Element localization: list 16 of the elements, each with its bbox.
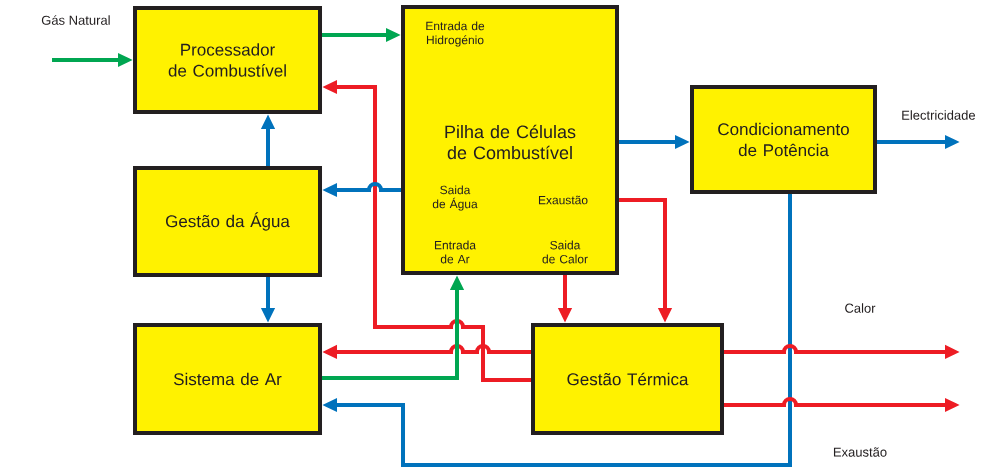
port-label: Exaustão — [539, 195, 588, 205]
port-label: Saida de Água — [432, 185, 478, 211]
port-label: Saida de Calor — [542, 240, 588, 264]
edge-label: Electricidade — [900, 109, 977, 121]
edge-label: Calor — [843, 302, 877, 314]
process-box: Condicionamento de Potência — [690, 85, 877, 194]
port-label: Entrada de Hidrogénio — [426, 21, 485, 47]
process-box: Processador de Combustível — [133, 6, 322, 114]
process-box: Gestão Térmica — [531, 323, 724, 435]
process-box: Gestão da Água — [133, 166, 322, 277]
process-box — [401, 5, 619, 275]
edge-label: Gás Natural — [40, 14, 112, 26]
port-label: Entrada de Ar — [435, 240, 476, 264]
edge-label: Exaustão — [831, 446, 889, 458]
process-box: Sistema de Ar — [133, 323, 322, 435]
box-title: Pilha de Células de Combustível — [445, 124, 576, 160]
